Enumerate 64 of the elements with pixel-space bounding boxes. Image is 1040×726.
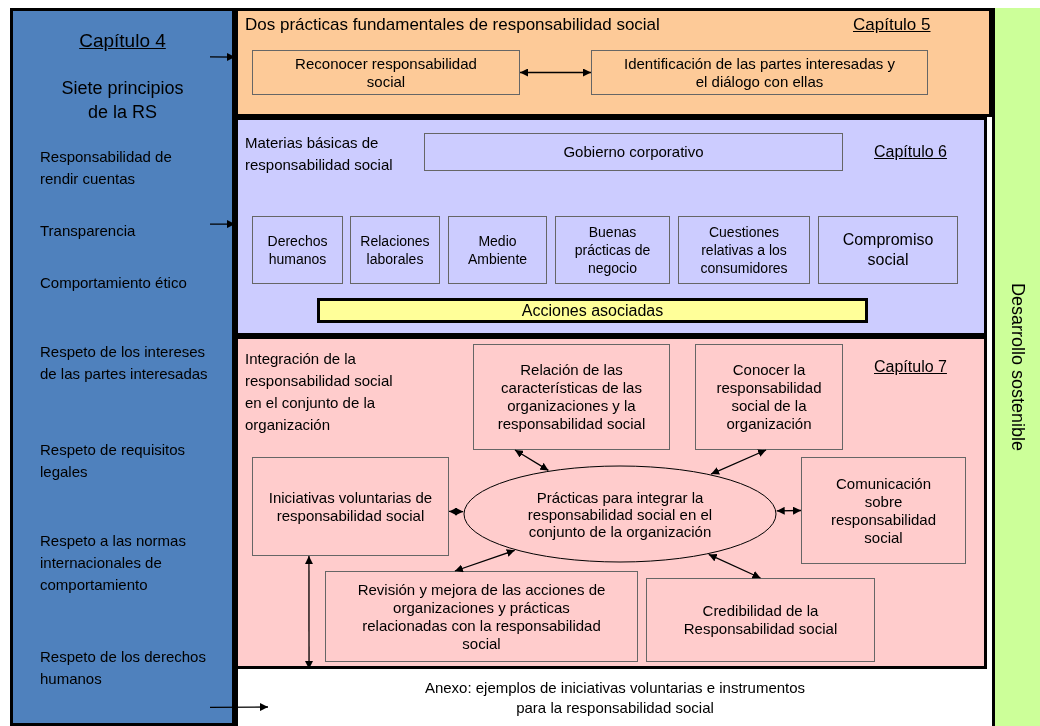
topic-box	[350, 216, 440, 284]
side-band	[992, 8, 1040, 726]
box-label: Acciones asociadas	[521, 301, 664, 320]
panel-title: Dos prácticas fundamentales de responsabilidad social	[245, 14, 661, 36]
box-label: Relación de las características de las organizaciones y la responsabilidad social	[496, 361, 647, 433]
box-label: Compromiso social	[841, 230, 935, 270]
box-label: Credibilidad de la Responsabilidad social	[682, 602, 839, 638]
chapter-heading: Capítulo 4	[78, 30, 167, 52]
arrow	[209, 703, 269, 712]
principle-text: Respeto a las normas internacionales de comportamiento	[40, 531, 187, 595]
arrow	[448, 507, 464, 516]
panel-title: Siete principios de la RS	[60, 77, 185, 124]
highlight-bar	[317, 298, 868, 323]
principle-text: Responsabilidad de rendir cuentas	[40, 147, 173, 189]
chapter-panel	[10, 8, 235, 726]
arrow	[454, 549, 516, 573]
side-label: Desarrollo sostenible	[1007, 282, 1028, 452]
box-label: Anexo: ejemplos de iniciativas voluntarias e instrumentos para la responsabilidad social	[423, 677, 807, 718]
box-label: Identificación de las partes interesadas y el diálogo con ellas	[623, 54, 896, 91]
process-ellipse	[463, 465, 777, 563]
arrow	[514, 449, 550, 472]
principle-text: Respeto de los intereses de las partes interesadas	[40, 342, 209, 384]
topic-box	[424, 133, 843, 171]
box-label: Comunicación sobre responsabilidad social	[829, 474, 938, 547]
topic-box	[555, 216, 670, 284]
topic-box	[252, 216, 343, 284]
topic-box	[252, 50, 520, 95]
arrow	[708, 553, 762, 579]
principle-text: Transparencia	[40, 221, 137, 241]
principle-text: Respeto de requisitos legales	[40, 440, 187, 482]
chapter-panel	[235, 336, 987, 669]
topic-box	[252, 457, 449, 556]
panel-title: Materias básicas de responsabilidad social	[245, 133, 394, 175]
box-label: Reconocer responsabilidad social	[294, 54, 478, 91]
principle-text: Comportamiento ético	[40, 273, 188, 293]
box-label: Iniciativas voluntarias de responsabilidad social	[267, 488, 434, 525]
panel-title: Integración de la responsabilidad social en el conjunto de la organización	[245, 349, 394, 435]
box-label: Buenas prácticas de negocio	[573, 223, 652, 277]
box-label: Cuestiones relativas a los consumidores	[699, 223, 789, 277]
topic-box	[678, 216, 810, 284]
topic-box	[818, 216, 958, 284]
topic-box	[591, 50, 928, 95]
box-label: Gobierno corporativo	[563, 143, 704, 161]
arrow	[710, 449, 767, 475]
chapter-panel	[235, 8, 992, 117]
arrow	[519, 68, 592, 77]
topic-box	[473, 344, 670, 450]
topic-box	[448, 216, 547, 284]
chapter-panel	[235, 117, 987, 336]
chapter-heading: Capítulo 5	[853, 14, 932, 36]
box-label: Conocer la responsabilidad social de la organización	[715, 361, 823, 433]
box-label: Revisión y mejora de las acciones de organizaciones y prácticas relacionadas con la responsabilidad social	[356, 580, 607, 653]
topic-box	[325, 571, 638, 662]
chapter-heading: Capítulo 6	[874, 142, 948, 162]
box-label: Derechos humanos	[266, 232, 329, 268]
principle-text: Respeto de los derechos humanos	[40, 647, 207, 689]
chapter-heading: Capítulo 7	[874, 357, 948, 377]
arrow	[776, 506, 802, 515]
box-label: Relaciones laborales	[359, 232, 431, 268]
box-label: Medio Ambiente	[466, 232, 529, 268]
topic-box	[646, 578, 875, 662]
topic-box	[801, 457, 966, 564]
topic-box	[695, 344, 843, 450]
box-label: Prácticas para integrar la responsabilidad social en el conjunto de la organización	[526, 488, 714, 540]
